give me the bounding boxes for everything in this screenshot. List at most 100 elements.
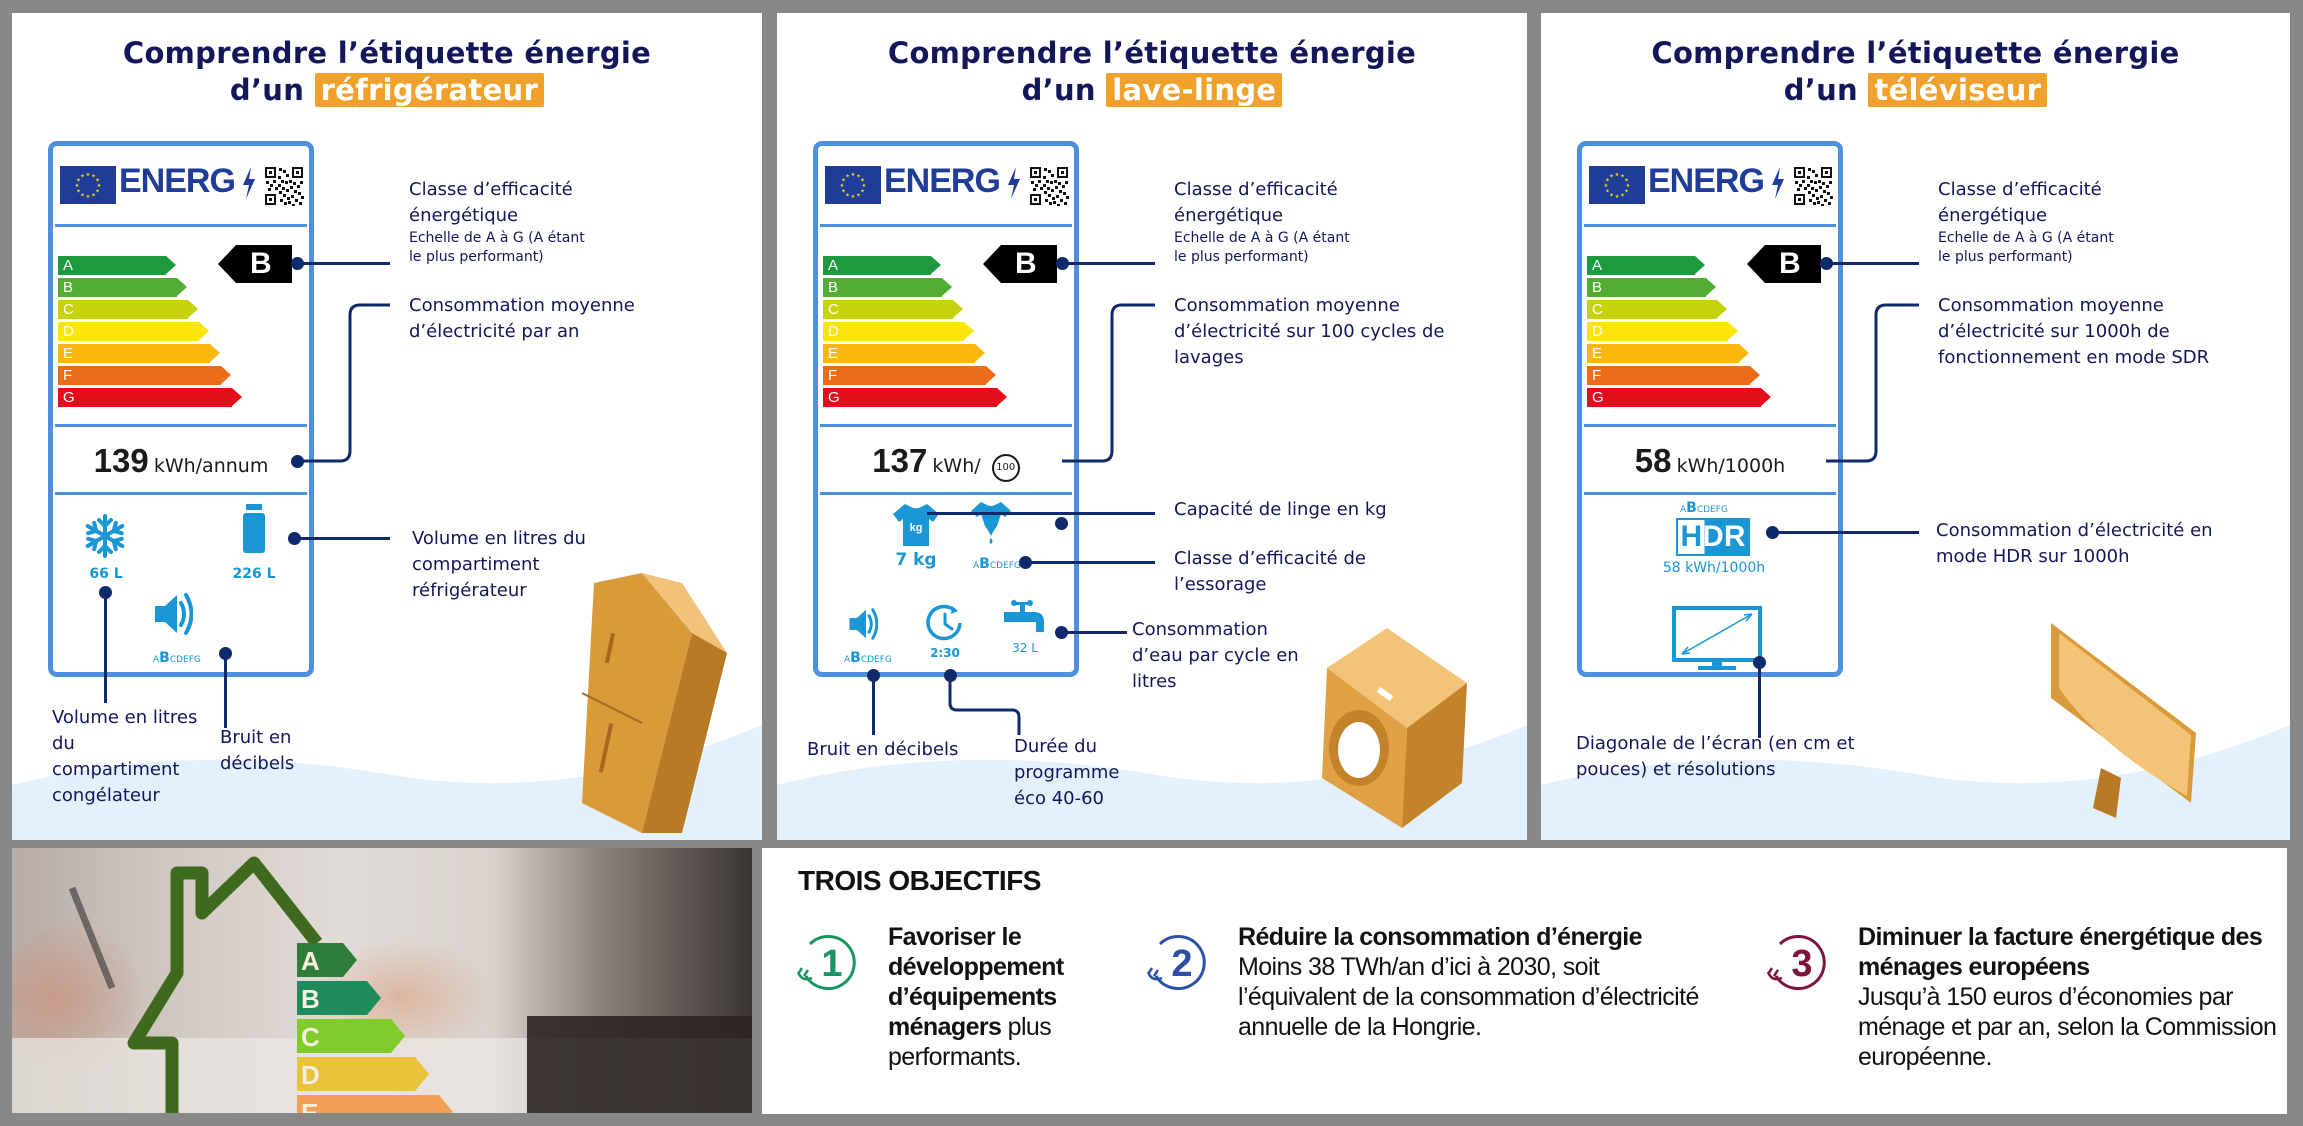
svg-text:★: ★ — [95, 189, 100, 195]
connector-line — [1772, 530, 1919, 534]
svg-text:★: ★ — [76, 189, 81, 195]
refrigerator-illustration — [581, 573, 727, 833]
energy-class-letter: D — [63, 323, 74, 340]
energy-class-letter: A — [1592, 257, 1603, 274]
svg-text:★: ★ — [856, 173, 861, 179]
svg-text:★: ★ — [86, 172, 91, 178]
label-divider — [55, 492, 307, 495]
energy-class-bar-a: A — [58, 256, 176, 275]
class-scale-mini: ABCDEFG — [153, 650, 201, 666]
title-line-1: Comprendre l’étiquette énergie — [887, 36, 1417, 70]
label-divider — [55, 224, 307, 227]
consumption-value: 139 — [93, 442, 149, 479]
annotation-hdr-consumption: Consommation d’électricité en mode HDR s… — [1936, 520, 2213, 567]
energy-class-letter: D — [1592, 323, 1603, 340]
annotation-energy-class: Classe d’efficacité énergétique — [1174, 179, 1338, 226]
svg-text:★: ★ — [1620, 193, 1625, 199]
consumption-unit: kWh/1000h — [1676, 455, 1786, 477]
svg-text:★: ★ — [75, 183, 80, 189]
background-wave — [12, 725, 762, 840]
svg-text:★: ★ — [841, 178, 846, 184]
scale-prefix: A — [153, 655, 160, 665]
speaker-icon — [153, 588, 194, 644]
consumption-value: 137 — [872, 442, 928, 479]
annotation-noise: Bruit en décibels — [220, 727, 295, 774]
photo-energy-bar — [297, 1057, 429, 1091]
freezer-volume: 66 L — [89, 566, 123, 582]
title-prefix: d’un — [1783, 73, 1858, 107]
qr-code-icon[interactable] — [1793, 166, 1833, 207]
energy-label-panel-washing-machine: Comprendre l’étiquette énergie d’un lave… — [777, 13, 1527, 840]
annotation-spin-class: Classe d’efficacité de l’essorage — [1174, 548, 1366, 595]
speaker-icon — [848, 604, 879, 648]
connector-line — [1061, 630, 1127, 634]
svg-text:★: ★ — [97, 183, 102, 189]
annotation-class-scale: Echelle de A à G (A étant le plus perfor… — [1938, 230, 2114, 265]
connector-line — [1025, 560, 1155, 564]
television-illustration — [2051, 623, 2196, 818]
photo-energy-letter: E — [301, 1098, 318, 1113]
objective-text: Favoriser le développement d’équipements… — [888, 922, 1108, 1072]
snowflake-icon — [83, 514, 127, 558]
energy-class-bar-f: F — [58, 366, 231, 385]
qr-code-icon[interactable] — [264, 166, 304, 207]
energ-logo: ENERG — [119, 162, 236, 200]
connector-line — [1757, 662, 1761, 738]
svg-text:★: ★ — [91, 173, 96, 179]
label-divider — [1584, 424, 1836, 427]
scale-selected-class: B — [979, 556, 990, 572]
scale-selected-class: B — [159, 650, 170, 666]
scale-prefix: A — [844, 655, 851, 665]
objective-number: 3 — [1791, 943, 1812, 985]
label-divider — [1584, 492, 1836, 495]
connector-elbow — [948, 675, 1021, 735]
energy-class-bar-c: C — [823, 300, 963, 319]
energy-class-bar-e: E — [1587, 344, 1749, 363]
label-divider — [1584, 224, 1836, 227]
photo-energy-bar — [297, 1095, 453, 1113]
annotation-screen-diagonal: Diagonale de l’écran (en cm et pouces) e… — [1576, 733, 1855, 780]
lightning-bolt-icon — [1770, 167, 1786, 199]
energy-class-letter: G — [828, 389, 840, 406]
annotation-water: Consommation d’eau par cycle en litres — [1132, 619, 1299, 692]
photo-energy-letter: A — [301, 946, 320, 976]
lightning-bolt-icon — [1006, 167, 1022, 199]
objective-number: 2 — [1171, 943, 1192, 985]
scale-prefix: A — [1680, 505, 1687, 515]
energy-class-letter: B — [828, 279, 839, 296]
energy-class-letter: B — [63, 279, 74, 296]
connector-line — [297, 261, 390, 265]
annotation-capacity: Capacité de linge en kg — [1174, 499, 1387, 520]
title-prefix: d’un — [229, 73, 305, 107]
svg-text:★: ★ — [851, 172, 856, 178]
annotation-class-scale: Echelle de A à G (A étant le plus perfor… — [1174, 230, 1350, 265]
annotation-freezer-volume: Volume en litres du compartiment congéla… — [52, 707, 198, 806]
annotation-fridge-volume: Volume en litres du compartiment réfrigé… — [412, 528, 586, 601]
hdr-badge-text: HDR — [1678, 520, 1748, 554]
energy-class-bar-b: B — [58, 278, 187, 297]
qr-code-icon[interactable] — [1029, 166, 1069, 207]
energy-class-bar-d: D — [58, 322, 209, 341]
label-divider — [820, 224, 1072, 227]
svg-text:★: ★ — [76, 178, 81, 184]
title-prefix: d’un — [1021, 73, 1096, 107]
label-divider — [820, 492, 1072, 495]
title-line-2: d’un téléviseur — [1541, 72, 2290, 109]
energy-class-letter: C — [1592, 301, 1603, 318]
lightning-bolt-icon — [241, 167, 257, 199]
rated-class-badge: B — [218, 245, 292, 283]
photo-energy-bar — [297, 1019, 405, 1053]
tshirt-kg-icon: kg — [893, 504, 939, 546]
energy-class-bar-f: F — [1587, 366, 1760, 385]
class-scale-mini: ABCDEFG — [1680, 500, 1728, 516]
program-duration: 2:30 — [930, 646, 960, 660]
house-energy-illustration: ABCDE — [12, 856, 752, 1113]
svg-text:★: ★ — [80, 193, 85, 199]
connector-line — [223, 653, 227, 728]
scale-suffix: CDEFG — [989, 561, 1021, 571]
